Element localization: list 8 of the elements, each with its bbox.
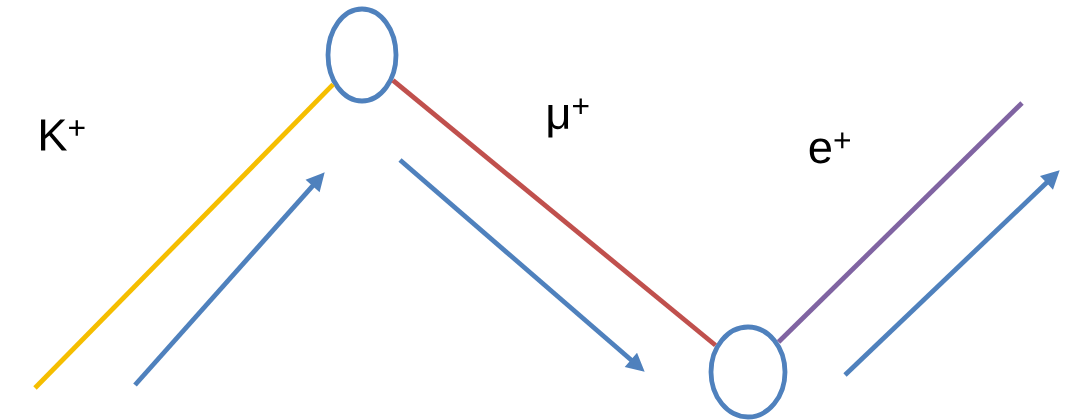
vertex-ellipse bbox=[708, 324, 788, 420]
particle-label: μ$^{+}$ bbox=[548, 98, 589, 138]
particle-label: K$^{+}$ bbox=[41, 119, 85, 151]
particle-track bbox=[391, 78, 717, 348]
vertex-ellipse bbox=[325, 6, 399, 104]
particle-track bbox=[33, 82, 335, 390]
particle-track bbox=[776, 101, 1024, 344]
particle-label: e$^{+}$ bbox=[809, 132, 850, 164]
